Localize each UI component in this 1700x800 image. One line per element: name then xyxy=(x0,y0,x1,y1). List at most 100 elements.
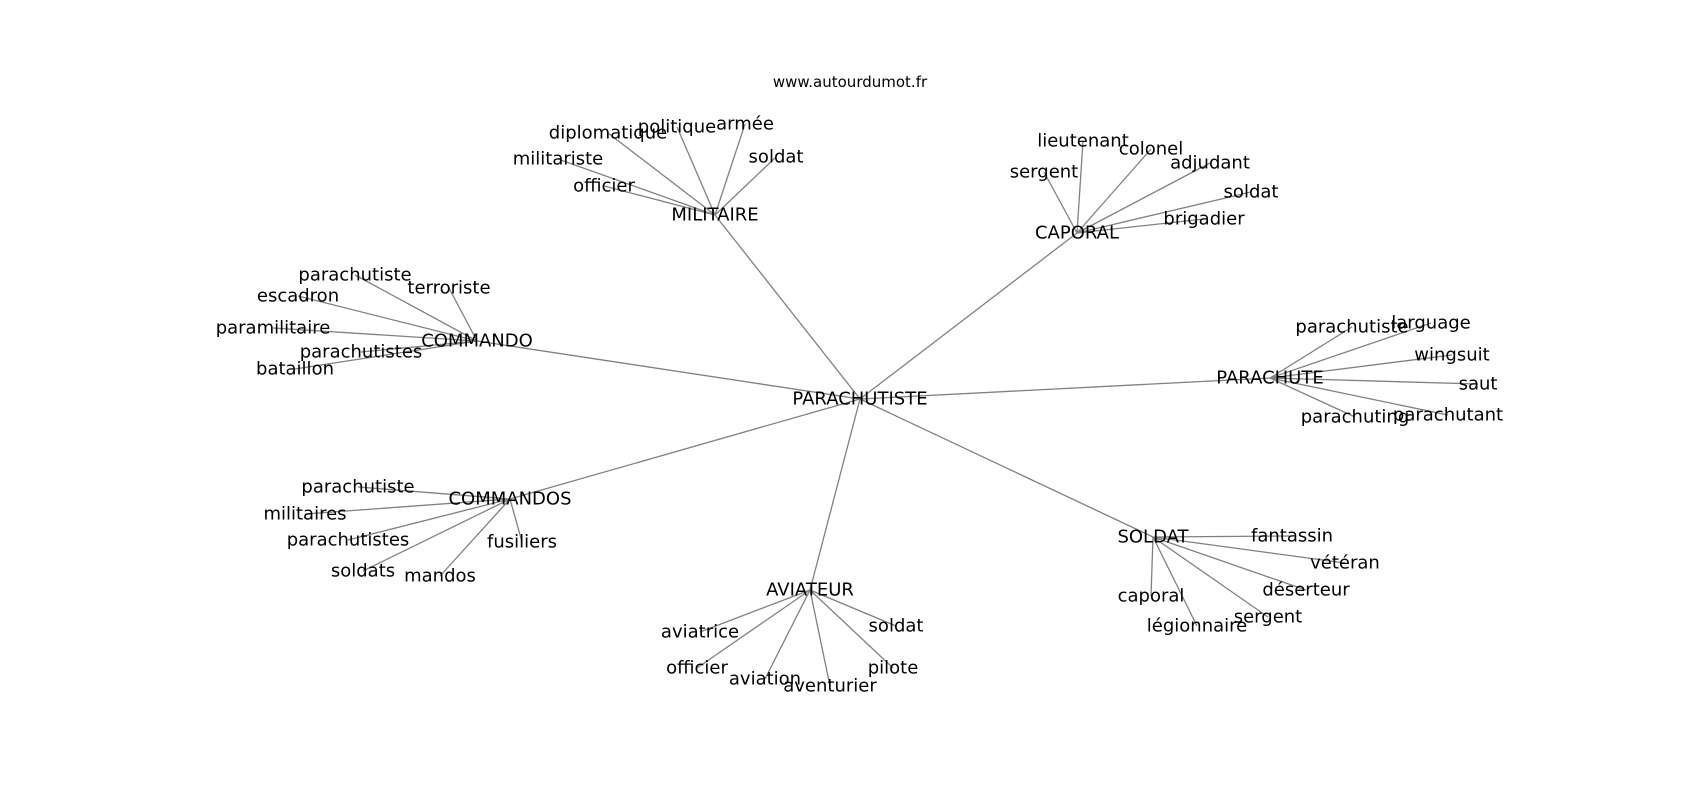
word-parachute-wingsuit[interactable]: wingsuit xyxy=(1414,345,1489,366)
edge-commando-paramilitaire xyxy=(272,327,478,342)
word-caporal-sergent[interactable]: sergent xyxy=(1010,162,1079,183)
edge-militaire-officier xyxy=(603,185,716,216)
center-node-parachutiste[interactable]: PARACHUTISTE xyxy=(792,389,927,410)
word-commando-parachutiste[interactable]: parachutiste xyxy=(298,265,411,286)
word-soldat-caporal[interactable]: caporal xyxy=(1118,586,1185,607)
edge-soldat-deserteur xyxy=(1152,536,1307,591)
edge-center-soldat xyxy=(859,398,1154,538)
word-caporal-soldat[interactable]: soldat xyxy=(1224,182,1279,203)
edge-aviateur-aviatrice xyxy=(699,589,811,633)
word-caporal-lieutenant[interactable]: lieutenant xyxy=(1037,131,1129,152)
edge-caporal-adjudant xyxy=(1076,162,1211,234)
edge-militaire-diplomatique xyxy=(607,132,716,216)
word-militaire-diplomatique[interactable]: diplomatique xyxy=(549,123,667,144)
word-aviateur-soldat[interactable]: soldat xyxy=(869,616,924,637)
source-label: www.autourdumot.fr xyxy=(773,73,928,91)
word-commandos-parachutistes[interactable]: parachutistes xyxy=(287,530,410,551)
edge-commando-parachutiste xyxy=(354,274,478,342)
word-caporal-adjudant[interactable]: adjudant xyxy=(1170,153,1250,174)
word-soldat-sergent[interactable]: sergent xyxy=(1234,607,1303,628)
word-militaire-armee[interactable]: armée xyxy=(716,114,774,135)
edge-parachute-wingsuit xyxy=(1269,354,1453,379)
word-soldat-fantassin[interactable]: fantassin xyxy=(1251,526,1333,547)
edge-aviateur-aviation xyxy=(764,589,811,680)
word-parachute-saut[interactable]: saut xyxy=(1459,374,1498,395)
edge-center-caporal xyxy=(859,232,1078,400)
word-militaire-politique[interactable]: politique xyxy=(638,117,716,138)
edge-aviateur-officier xyxy=(696,589,811,669)
graph-labels: www.autourdumot.fr diplomatiquepolitique… xyxy=(216,73,1503,697)
edge-commandos-parachutiste xyxy=(357,486,511,500)
edge-soldat-fantassin xyxy=(1152,535,1293,538)
edge-parachute-parachutiste xyxy=(1269,326,1353,379)
edge-commando-escadron xyxy=(297,295,478,342)
word-commandos-parachutiste[interactable]: parachutiste xyxy=(301,477,414,498)
word-commando-bataillon[interactable]: bataillon xyxy=(256,359,334,380)
edge-soldat-sergent xyxy=(1152,536,1269,618)
edge-commando-parachutistes xyxy=(360,340,478,353)
word-commandos-soldats[interactable]: soldats xyxy=(331,561,395,582)
word-aviateur-pilote[interactable]: pilote xyxy=(868,658,919,679)
edge-aviateur-aventurier xyxy=(809,589,831,687)
word-militaire-militariste[interactable]: militariste xyxy=(513,149,604,170)
hub-commando[interactable]: COMMANDO xyxy=(421,331,533,352)
word-commandos-mandos[interactable]: mandos xyxy=(404,566,476,587)
edge-commandos-soldats xyxy=(362,498,511,572)
word-commandos-militaires[interactable]: militaires xyxy=(263,504,346,525)
edge-parachute-parachuting xyxy=(1269,377,1356,418)
hub-commandos[interactable]: COMMANDOS xyxy=(448,489,571,510)
edge-militaire-soldat xyxy=(714,156,777,216)
edge-aviateur-soldat xyxy=(809,589,897,627)
word-commando-terroriste[interactable]: terroriste xyxy=(407,278,490,299)
graph-edges xyxy=(272,123,1479,687)
word-commando-paramilitaire[interactable]: paramilitaire xyxy=(216,318,331,339)
word-aviateur-officier[interactable]: officier xyxy=(666,658,728,679)
hub-aviateur[interactable]: AVIATEUR xyxy=(766,580,854,601)
edge-center-commandos xyxy=(509,398,861,500)
word-caporal-brigadier[interactable]: brigadier xyxy=(1163,209,1245,230)
word-parachute-parachutiste[interactable]: parachutiste xyxy=(1295,317,1408,338)
edge-caporal-sergent xyxy=(1043,171,1078,234)
word-soldat-legionnaire[interactable]: légionnaire xyxy=(1147,616,1247,637)
edge-militaire-armee xyxy=(714,123,746,216)
word-commandos-fusiliers[interactable]: fusiliers xyxy=(487,532,557,553)
edge-soldat-veteran xyxy=(1152,536,1346,564)
edge-soldat-legionnaire xyxy=(1152,536,1198,627)
hub-parachute[interactable]: PARACHUTE xyxy=(1216,368,1323,389)
edge-caporal-brigadier xyxy=(1076,218,1205,234)
word-aviateur-aviatrice[interactable]: aviatrice xyxy=(661,622,739,643)
edge-caporal-colonel xyxy=(1076,148,1152,234)
edge-militaire-militariste xyxy=(557,158,716,216)
word-aviateur-aventurier[interactable]: aventurier xyxy=(783,676,877,697)
edge-commandos-fusiliers xyxy=(509,498,523,543)
edge-aviateur-pilote xyxy=(809,589,894,669)
word-soldat-deserteur[interactable]: déserteur xyxy=(1262,580,1350,601)
hub-soldat[interactable]: SOLDAT xyxy=(1117,527,1189,548)
word-aviateur-aviation[interactable]: aviation xyxy=(729,669,801,690)
word-parachute-parachutant[interactable]: parachutant xyxy=(1393,405,1503,426)
word-commando-escadron[interactable]: escadron xyxy=(257,286,339,307)
word-parachute-parachuting[interactable]: parachuting xyxy=(1301,407,1410,428)
edge-commandos-parachutistes xyxy=(347,498,511,541)
hub-militaire[interactable]: MILITAIRE xyxy=(671,205,758,226)
word-soldat-veteran[interactable]: vétéran xyxy=(1310,553,1380,574)
word-militaire-officier[interactable]: officier xyxy=(573,176,635,197)
edge-commandos-mandos xyxy=(439,498,511,577)
word-parachute-larguage[interactable]: larguage xyxy=(1391,313,1470,334)
word-militaire-soldat[interactable]: soldat xyxy=(749,147,804,168)
edge-center-commando xyxy=(476,340,861,400)
edge-caporal-soldat xyxy=(1076,191,1252,234)
word-caporal-colonel[interactable]: colonel xyxy=(1119,139,1183,160)
edge-parachute-parachutant xyxy=(1269,377,1449,416)
word-commando-parachutistes[interactable]: parachutistes xyxy=(300,342,423,363)
hub-caporal[interactable]: CAPORAL xyxy=(1035,223,1119,244)
edge-center-aviateur xyxy=(809,398,861,591)
edge-parachute-saut xyxy=(1269,377,1479,385)
edge-commando-terroriste xyxy=(448,287,478,342)
edge-parachute-larguage xyxy=(1269,322,1432,379)
edge-commandos-militaires xyxy=(304,498,511,515)
edge-militaire-politique xyxy=(676,126,716,216)
edge-commando-bataillon xyxy=(294,340,478,370)
edge-center-parachute xyxy=(859,377,1271,400)
